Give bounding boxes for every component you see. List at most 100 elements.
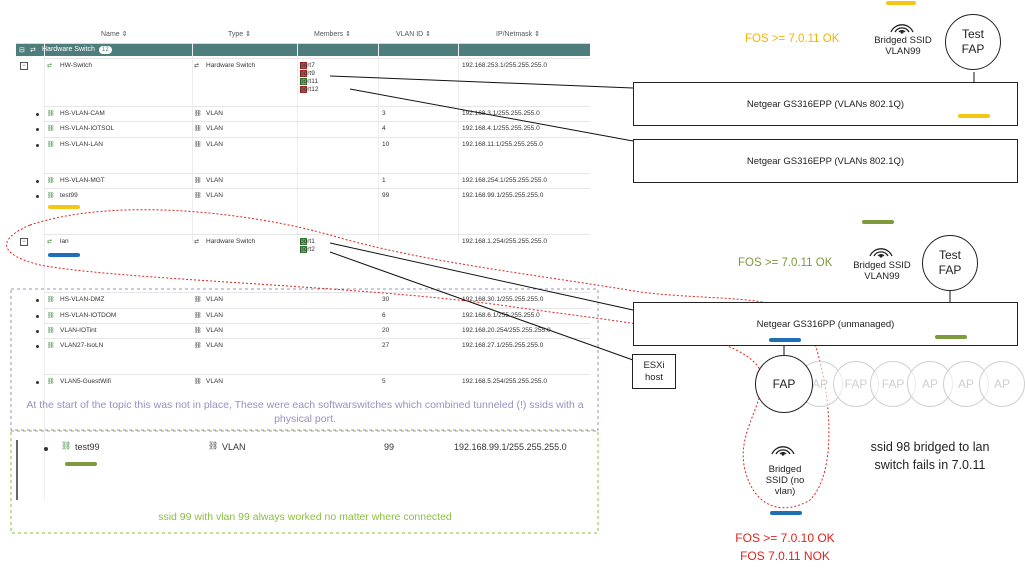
row-vlan: 3 — [382, 110, 386, 117]
ssid-bottom-label: Bridged SSID (no vlan) — [765, 464, 805, 497]
fap-circle[interactable]: FAP — [755, 355, 813, 413]
zoom-row-ip: 192.168.99.1/255.255.255.0 — [454, 442, 567, 452]
zoom-row-test99[interactable]: ⛓ test99 ⛓ VLAN 99 192.168.99.1/255.255.… — [16, 440, 590, 460]
row-type: VLAN — [206, 342, 223, 349]
row-type: VLAN — [206, 125, 223, 132]
zoom-row-type: VLAN — [222, 442, 246, 452]
link-port2-esxi — [329, 251, 634, 361]
zoom-row-name: test99 — [75, 442, 100, 452]
zoom-row-vlan: 99 — [384, 442, 395, 452]
row-name: HS-VLAN-LAN — [60, 141, 103, 148]
port-icon — [300, 70, 307, 77]
col-type-header[interactable]: Type ⇕ — [228, 31, 251, 38]
row-name: HS-VLAN-CAM — [60, 110, 105, 117]
yellow-marker-switch1 — [958, 114, 990, 118]
interface-table: Name ⇕ Type ⇕ Members ⇕ VLAN ID ⇕ IP/Net… — [16, 26, 590, 500]
row-type: VLAN — [206, 296, 223, 303]
yellow-marker-ssid — [886, 1, 916, 5]
collapse-icon[interactable]: ⊟ — [19, 47, 25, 54]
vlan-icon: ⛓ — [47, 343, 55, 349]
row-name: VLAN27-IsoLN — [60, 342, 104, 349]
row-ip: 192.168.99.1/255.255.255.0 — [462, 192, 544, 199]
row-type: VLAN — [206, 192, 223, 199]
vlan-icon: ⛓ — [47, 313, 55, 319]
wifi-antenna-icon — [869, 248, 893, 258]
port-icon — [300, 86, 307, 93]
row-vlan: 27 — [382, 342, 390, 349]
port-icon — [300, 238, 307, 245]
row-vlan: 1 — [382, 177, 386, 184]
row-vlan: 30 — [382, 296, 390, 303]
row-ip: 192.168.20.254/255.255.255.0 — [462, 327, 551, 334]
row-name: HS-VLAN-MGT — [60, 177, 105, 184]
row-vlan: 10 — [382, 141, 390, 148]
row-type: Hardware Switch — [206, 62, 256, 69]
row-vlan: 20 — [382, 327, 390, 334]
switch2-box[interactable]: Netgear GS316EPP (VLANs 802.1Q) — [633, 139, 1018, 183]
row-ip: 192.168.30.1/255.255.255.0 — [462, 296, 544, 303]
row-name: HS-VLAN-IOTSOL — [60, 125, 115, 132]
port-icon — [300, 78, 307, 85]
switch-type-icon: ⇄ — [194, 63, 200, 69]
group-count-badge: 12 — [99, 46, 112, 54]
blue-marker-switch3 — [769, 338, 801, 342]
vlan-type-icon: ⛓ — [194, 343, 202, 349]
ghost-ap-circle: AP — [979, 361, 1025, 407]
row-vlan: 6 — [382, 312, 386, 319]
switch1-box[interactable]: Netgear GS316EPP (VLANs 802.1Q) — [633, 82, 1018, 126]
col-vlan-header[interactable]: VLAN ID ⇕ — [396, 31, 432, 38]
vlan-type-icon: ⛓ — [208, 441, 219, 450]
vlan-type-icon: ⛓ — [194, 126, 202, 132]
switch-type-icon: ⇄ — [194, 239, 200, 245]
row-ip: 192.168.253.1/255.255.255.0 — [462, 62, 547, 69]
row-type: VLAN — [206, 312, 223, 319]
group-label: Hardware Switch — [42, 46, 95, 53]
group-row-hardware-switch[interactable]: ⊟ ⇄ Hardware Switch 12 — [16, 44, 590, 56]
expand-icon[interactable]: − — [20, 62, 28, 70]
row-vlan: 5 — [382, 378, 386, 385]
yellow-marker-test99 — [48, 205, 80, 209]
row-type: Hardware Switch — [206, 238, 256, 245]
table-header: Name ⇕ Type ⇕ Members ⇕ VLAN ID ⇕ IP/Net… — [16, 26, 590, 44]
vlan-type-icon: ⛓ — [194, 142, 202, 148]
expand-icon[interactable]: − — [20, 238, 28, 246]
vlan-icon: ⛓ — [47, 297, 55, 303]
col-members-header[interactable]: Members ⇕ — [314, 31, 351, 38]
row-ip: 192.168.5.254/255.255.255.0 — [462, 378, 547, 385]
green-dashed-box — [10, 430, 599, 534]
vlan-icon: ⛓ — [47, 193, 55, 199]
link-port1-switch3 — [329, 242, 634, 311]
row-ip: 192.168.3.1/255.255.255.0 — [462, 110, 540, 117]
col-ip-header[interactable]: IP/Netmask ⇕ — [496, 31, 540, 38]
red-dashed-loop — [6, 209, 830, 509]
vlan-icon: ⛓ — [47, 126, 55, 132]
vlan-icon: ⛓ — [47, 379, 55, 385]
row-name: VLAN-IOTint — [60, 327, 97, 334]
vlan-icon: ⛓ — [47, 328, 55, 334]
ssid-top-label: Bridged SSID VLAN99 — [874, 35, 932, 57]
row-name: HS-VLAN-IOTDOM — [60, 312, 117, 319]
blue-marker-lan — [48, 253, 80, 257]
link-port9-switch1 — [329, 75, 634, 89]
switch3-box[interactable]: Netgear GS316PP (unmanaged) — [633, 302, 1018, 346]
row-name: lan — [60, 238, 69, 245]
row-name: HW-Switch — [60, 62, 93, 69]
green-note: ssid 99 with vlan 99 always worked no ma… — [158, 511, 452, 523]
col-name-header[interactable]: Name ⇕ — [101, 31, 128, 38]
